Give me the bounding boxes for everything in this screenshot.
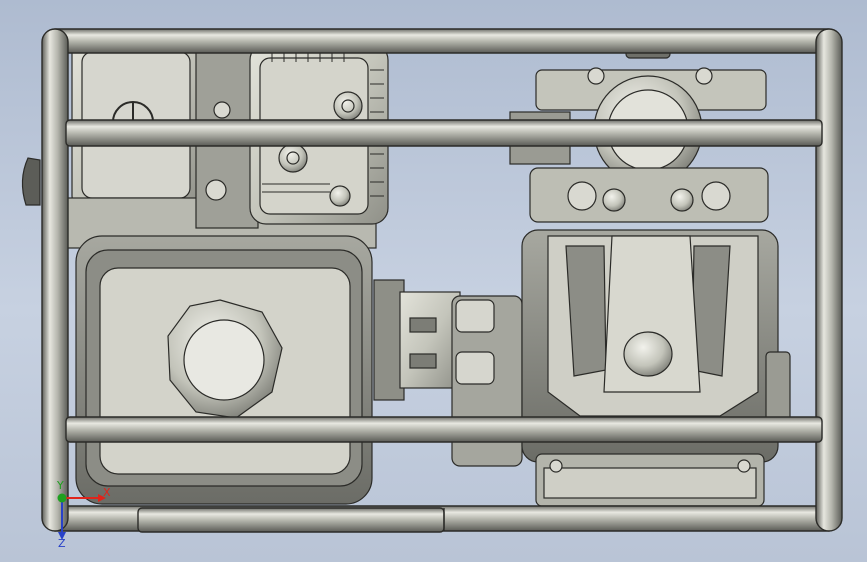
y-axis-label: Y — [56, 479, 64, 492]
y-axis-dot — [57, 493, 67, 503]
oil-cap — [167, 299, 283, 419]
z-axis-arrowhead — [58, 532, 66, 540]
roll-cage-frame — [41, 28, 843, 533]
orientation-triad: X Y Z — [56, 479, 111, 548]
x-axis-arrowhead — [98, 494, 106, 502]
z-axis-label: Z — [58, 537, 66, 548]
x-axis-label: X — [103, 486, 111, 499]
